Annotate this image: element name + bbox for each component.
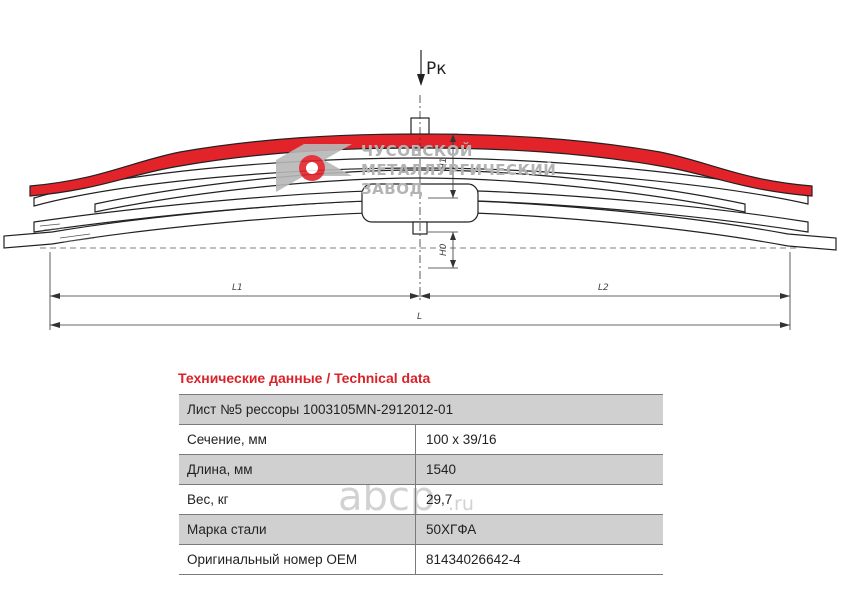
load-arrow: [417, 50, 425, 86]
logo-line-3: ЗАВОД: [361, 180, 423, 198]
logo-line-1: ЧУСОВСКОЙ: [361, 141, 473, 160]
row-value: 29,7: [415, 484, 663, 515]
table-row: Длина, мм 1540: [179, 454, 663, 485]
leaf-end-detail: [39, 223, 95, 243]
dim-h1-label: H1: [439, 158, 449, 171]
row-value: 81434026642-4: [415, 544, 663, 575]
row-label: Вес, кг: [179, 484, 416, 515]
table-row: Оригинальный номер OEM 81434026642-4: [179, 544, 663, 575]
row-value: 100 x 39/16: [415, 424, 663, 455]
technical-data-table: Лист №5 рессоры 1003105MN-2912012-01 Сеч…: [179, 394, 663, 575]
logo-line-2: МЕТАЛЛУРГИЧЕСКИЙ: [361, 160, 556, 179]
row-label: Сечение, мм: [179, 424, 416, 455]
technical-data-title: Технические данные / Technical data: [178, 370, 431, 386]
load-label: Pк: [426, 59, 447, 79]
table-row: Марка стали 50ХГФА: [179, 514, 663, 545]
dim-h0-label: H0: [439, 243, 449, 256]
chmz-logo-icon: [276, 144, 352, 192]
row-value: 1540: [415, 454, 663, 485]
table-row: Вес, кг 29,7: [179, 484, 663, 515]
dim-l2-label: L2: [598, 283, 609, 293]
table-row: Сечение, мм 100 x 39/16: [179, 424, 663, 455]
dim-l-label: L: [417, 312, 422, 322]
row-label: Длина, мм: [179, 454, 416, 485]
spring-leaf-highlighted: [29, 133, 813, 197]
table-header-row: Лист №5 рессоры 1003105MN-2912012-01: [179, 394, 663, 425]
leaf-spring-drawing: Pк H1 H0 L1 L2 L ЧУСОВСКОЙ: [3, 50, 837, 330]
spring-leaf-second: [33, 189, 809, 233]
dim-l1-label: L1: [232, 283, 243, 293]
row-value: 50ХГФА: [415, 514, 663, 545]
row-label: Оригинальный номер OEM: [179, 544, 416, 575]
length-dimensions: [49, 252, 791, 330]
row-label: Марка стали: [179, 514, 416, 545]
table-header: Лист №5 рессоры 1003105MN-2912012-01: [179, 394, 663, 425]
